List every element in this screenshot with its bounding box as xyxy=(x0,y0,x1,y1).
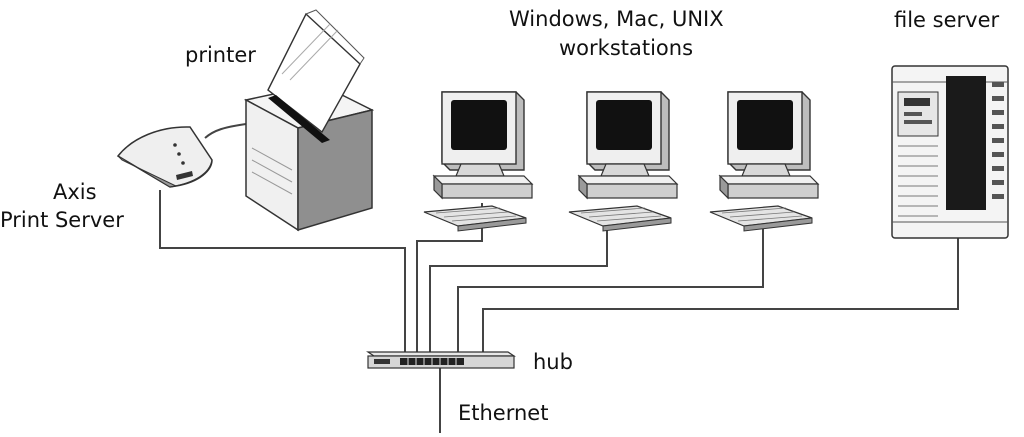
workstations-label-line2: workstations xyxy=(559,36,694,60)
printer-icon xyxy=(243,9,375,232)
print-server-label-line2: Print Server xyxy=(0,208,124,232)
workstation-icon xyxy=(709,91,819,232)
print-server-label-line1: Axis xyxy=(53,180,97,204)
hub-icon xyxy=(366,351,516,369)
file-server-label: file server xyxy=(894,8,1000,32)
cable-file-server-to-hub xyxy=(482,238,959,352)
cable-ws2-to-hub xyxy=(429,210,608,352)
workstation-icon xyxy=(423,91,533,232)
workstations-label-line1: Windows, Mac, UNIX xyxy=(509,7,724,31)
cable-print-server-to-printer xyxy=(204,123,247,139)
ethernet-label: Ethernet xyxy=(458,401,549,425)
hub-label: hub xyxy=(533,350,573,374)
cable-print-server-to-hub xyxy=(159,190,406,352)
printer-label: printer xyxy=(185,43,256,67)
file-server-icon xyxy=(891,65,1009,239)
workstation-icon xyxy=(568,91,678,232)
print-server-icon xyxy=(116,126,213,188)
cable-ws3-to-hub xyxy=(457,210,764,352)
